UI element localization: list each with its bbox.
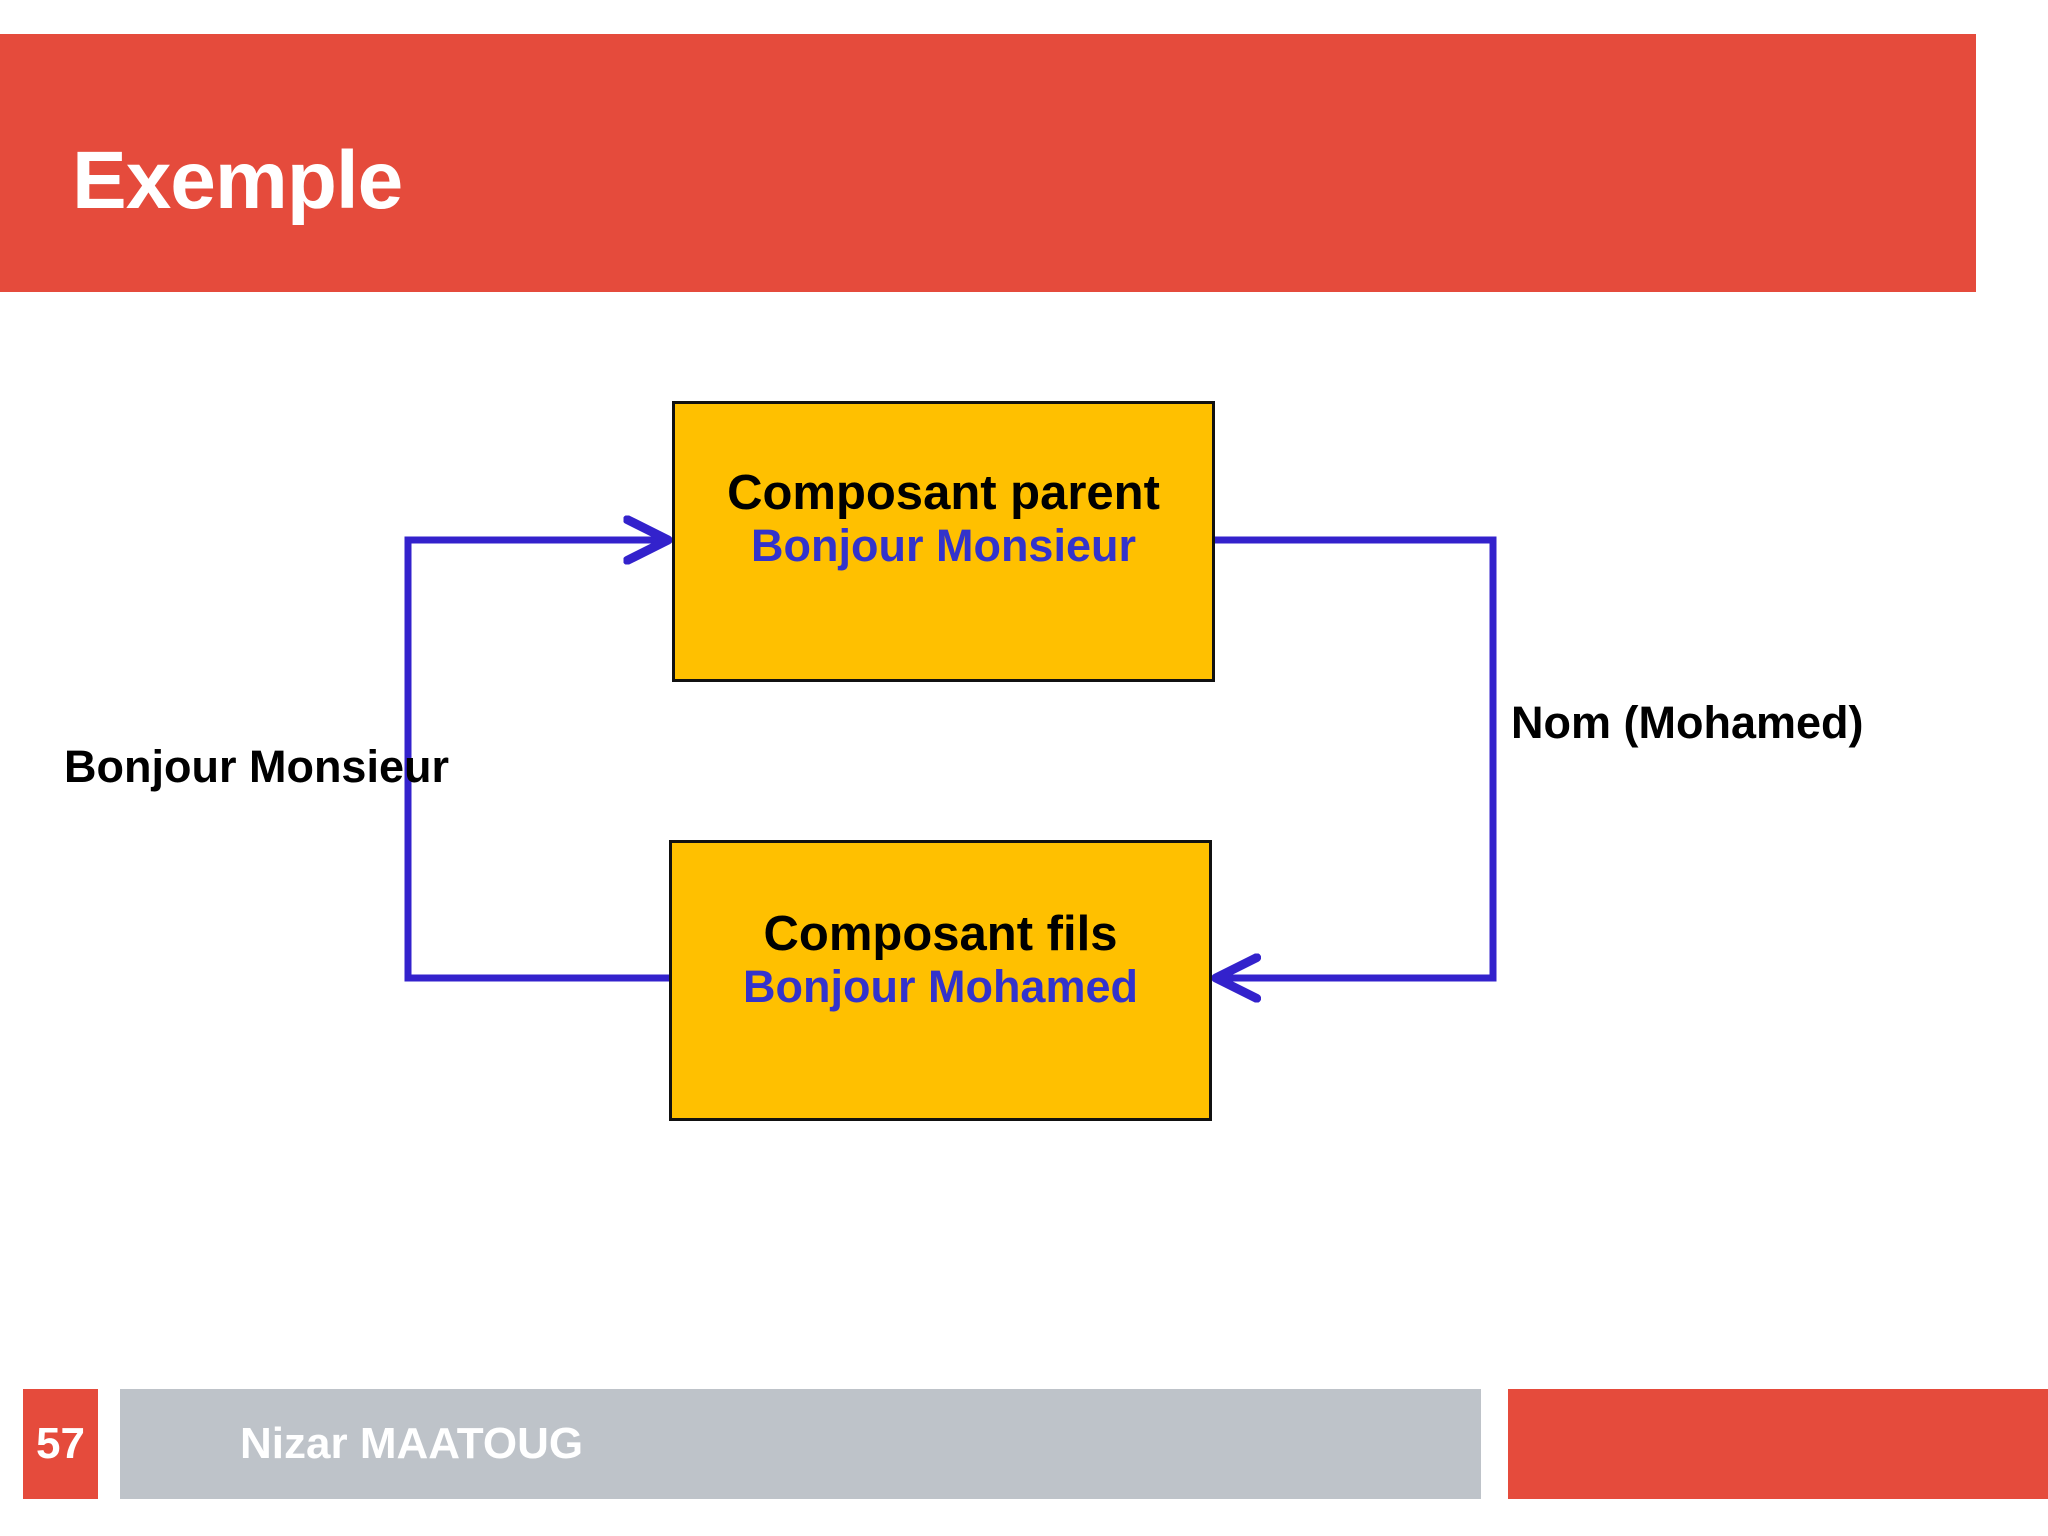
node-child-subtitle: Bonjour Mohamed: [743, 960, 1138, 1012]
edge-label-child-to-parent: Bonjour Monsieur: [64, 741, 449, 792]
header-band: [0, 34, 1976, 292]
footer-bar: Nizar MAATOUG: [120, 1389, 1481, 1499]
node-parent-content: Composant parent Bonjour Monsieur: [727, 466, 1160, 571]
edge-label-parent-to-child: Nom (Mohamed): [1511, 697, 1864, 748]
footer-page-number: 57: [36, 1419, 85, 1468]
node-child-content: Composant fils Bonjour Mohamed: [743, 907, 1138, 1012]
node-child-title: Composant fils: [763, 907, 1118, 962]
node-composant-parent[interactable]: Composant parent Bonjour Monsieur: [672, 401, 1215, 682]
footer-page-number-box: 57: [23, 1389, 98, 1499]
edge-parent-to-child: [1215, 536, 1497, 978]
footer-author-name: Nizar MAATOUG: [240, 1419, 584, 1468]
node-composant-fils[interactable]: Composant fils Bonjour Mohamed: [669, 840, 1212, 1121]
node-parent-subtitle: Bonjour Monsieur: [751, 519, 1136, 571]
node-parent-title: Composant parent: [727, 466, 1160, 521]
page-title: Exemple: [72, 135, 403, 226]
footer-right-block: [1508, 1389, 2048, 1499]
